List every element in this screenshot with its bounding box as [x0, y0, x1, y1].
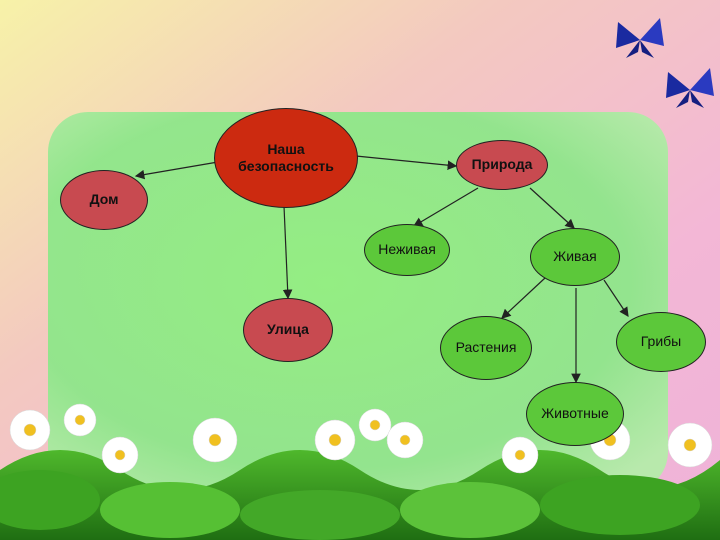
node-dom: Дом — [60, 170, 148, 230]
daisy-flowers — [9, 403, 713, 474]
node-griby: Грибы — [616, 312, 706, 372]
butterfly-icon — [616, 18, 664, 58]
node-label: Грибы — [640, 333, 682, 350]
node-zhivaya: Живая — [530, 228, 620, 286]
node-rasteniya: Растения — [440, 316, 532, 380]
butterfly-icon — [666, 68, 714, 108]
node-label: Дом — [89, 191, 119, 208]
node-ulitsa: Улица — [243, 298, 333, 362]
node-label: Животные — [541, 405, 609, 422]
green-panel — [48, 112, 668, 492]
node-label: Растения — [455, 339, 517, 356]
node-label: Улица — [267, 321, 309, 338]
node-nezhivaya: Неживая — [364, 224, 450, 276]
node-label: Неживая — [378, 241, 436, 258]
node-priroda: Природа — [456, 140, 548, 190]
node-zhivotnye: Животные — [526, 382, 624, 446]
node-label: Живая — [553, 248, 597, 265]
node-label: Наша безопасность — [238, 140, 334, 175]
node-label: Природа — [471, 156, 533, 173]
node-nasha-bezopasnost: Наша безопасность — [214, 108, 358, 208]
